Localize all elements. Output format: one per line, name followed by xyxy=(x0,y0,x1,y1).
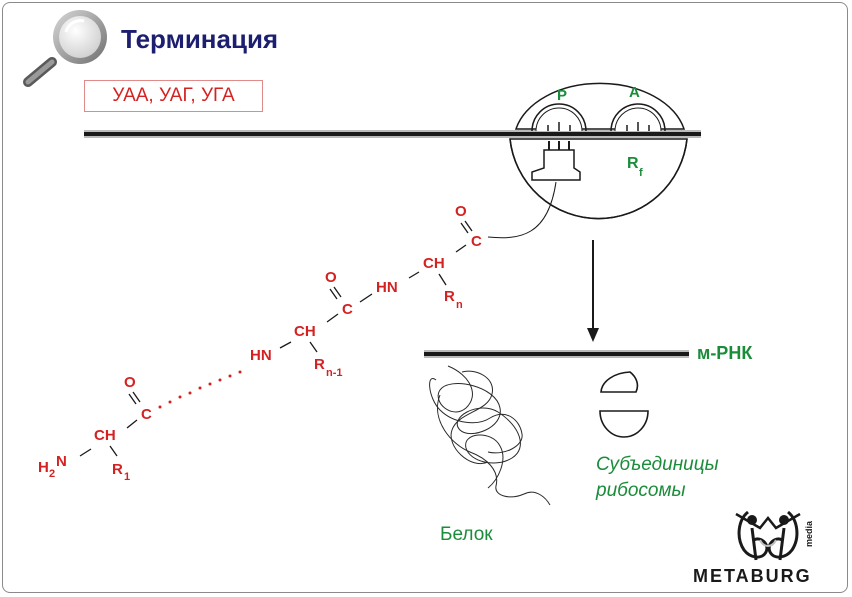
peptide-residue-n: O C CH R n HN xyxy=(359,203,482,311)
trna-shape xyxy=(531,141,581,181)
release-factor-label: R xyxy=(627,155,639,172)
o-atom: O xyxy=(455,203,467,220)
logo-tag: media xyxy=(804,520,814,547)
ch-group: CH xyxy=(423,255,445,272)
release-factor-subscript: f xyxy=(639,167,643,179)
protein-label: Белок xyxy=(440,524,493,545)
mrna-label: м-РНК xyxy=(697,343,753,363)
magnifier-icon xyxy=(23,10,107,87)
subunit-large-icon xyxy=(599,410,649,438)
mrna-strand-bottom xyxy=(424,350,689,358)
r-subscript: n xyxy=(456,299,463,311)
h-subscript: 2 xyxy=(49,468,55,480)
page-title: Терминация xyxy=(121,24,279,54)
logo-name: METABURG xyxy=(693,566,812,586)
site-p-label: P xyxy=(557,87,567,104)
stop-codons-box: УАА, УАГ, УГА xyxy=(84,80,263,112)
r-group: R xyxy=(444,288,455,305)
ch-group: CH xyxy=(94,427,116,444)
c-atom: C xyxy=(342,301,353,318)
r-group: R xyxy=(112,461,123,478)
peptide-residue-1: O C CH R 1 H 2 N xyxy=(38,374,152,483)
ribosome-small-subunit xyxy=(514,82,686,132)
o-atom: O xyxy=(124,374,136,391)
r-subscript: 1 xyxy=(124,471,130,483)
peptide-dotted-continuation xyxy=(158,370,242,409)
protein-tangle-icon xyxy=(429,365,551,506)
c-atom: C xyxy=(141,406,152,423)
ch-group: CH xyxy=(294,323,316,340)
subunit-small-icon xyxy=(600,371,639,393)
subunits-label-line1: Субъединицы xyxy=(596,454,719,475)
metaburg-logo-emblem xyxy=(735,510,801,561)
hn-group: HN xyxy=(376,279,398,296)
n-atom: N xyxy=(56,453,67,470)
o-atom: O xyxy=(325,269,337,286)
peptide-carbonyl-middle: O C CH R n-1 HN xyxy=(250,269,353,379)
peptide-link-curve xyxy=(487,181,557,239)
c-atom: C xyxy=(471,233,482,250)
h-atom: H xyxy=(38,459,49,476)
r-group: R xyxy=(314,356,325,373)
dissociation-arrow xyxy=(587,240,599,342)
r-subscript: n-1 xyxy=(326,367,343,379)
hn-group: HN xyxy=(250,347,272,364)
mrna-strand-top xyxy=(84,130,701,138)
site-a-label: A xyxy=(629,84,640,101)
subunits-label-line2: рибосомы xyxy=(595,480,685,501)
